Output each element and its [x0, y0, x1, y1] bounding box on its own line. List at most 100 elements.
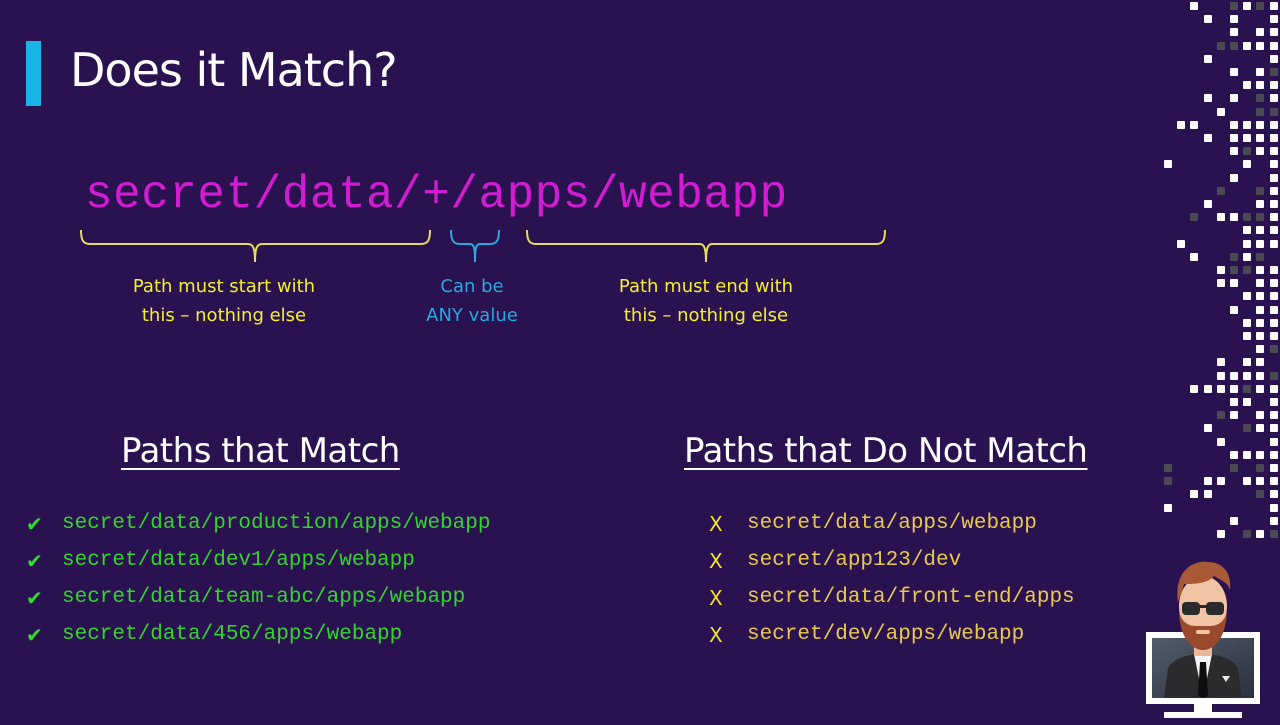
pixel-square [1243, 120, 1252, 129]
pixel-square [1190, 490, 1199, 499]
start-annotation-line1: Path must start with [132, 276, 316, 297]
pixel-square [1243, 2, 1252, 10]
pixel-square [1256, 81, 1265, 90]
pixel-square [1230, 94, 1238, 103]
pixel-square [1256, 94, 1265, 103]
pixel-square [1256, 28, 1265, 37]
pixel-square [1243, 358, 1252, 367]
pixel-square [1243, 134, 1252, 142]
pixel-square [1256, 371, 1265, 380]
pixel-square [1230, 147, 1238, 156]
path-pattern: secret/data/+/apps/webapp [85, 169, 788, 221]
pixel-square [1256, 147, 1265, 156]
pixel-square [1216, 266, 1225, 274]
match-path: secret/data/team-abc/apps/webapp [62, 586, 466, 609]
pixel-square [1203, 424, 1212, 433]
wildcard-annotation: Can be ANY value [412, 272, 532, 330]
pixel-square [1256, 41, 1265, 50]
pixel-square [1230, 252, 1238, 261]
pixel-square [1269, 28, 1278, 37]
pixel-square [1164, 464, 1172, 472]
pixel-square [1269, 384, 1278, 393]
pixel-square [1269, 2, 1278, 10]
pixel-square [1243, 530, 1252, 538]
pixel-square [1256, 464, 1265, 472]
pixel-square [1243, 371, 1252, 380]
pixel-square [1269, 81, 1278, 90]
pixel-square [1256, 424, 1265, 433]
match-path: secret/data/456/apps/webapp [62, 623, 403, 646]
end-annotation: Path must end with this – nothing else [586, 272, 826, 330]
pixel-square [1243, 252, 1252, 261]
pixel-square [1243, 292, 1252, 301]
list-item: ✔secret/data/team-abc/apps/webapp [26, 579, 490, 616]
brace-start [80, 228, 432, 264]
pixel-square [1269, 464, 1278, 472]
pixel-square [1256, 530, 1265, 538]
pixel-square [1230, 450, 1238, 459]
pixel-square [1256, 239, 1265, 248]
pixel-square [1269, 94, 1278, 103]
pixel-square [1269, 305, 1278, 314]
pixel-square [1256, 134, 1265, 142]
nomatch-path: secret/app123/dev [747, 549, 962, 572]
pixel-square [1216, 358, 1225, 367]
nomatch-path: secret/dev/apps/webapp [747, 623, 1025, 646]
pixel-square [1216, 384, 1225, 393]
pixel-square [1230, 173, 1238, 182]
pixel-square [1269, 239, 1278, 248]
pixel-square [1230, 120, 1238, 129]
pixel-square [1230, 2, 1238, 10]
pixel-square [1190, 2, 1199, 10]
nomatch-path: secret/data/front-end/apps [747, 586, 1075, 609]
pixel-square [1230, 464, 1238, 472]
pixel-square [1269, 54, 1278, 63]
pixel-square [1203, 477, 1212, 486]
pixel-square [1203, 54, 1212, 63]
pixel-square [1230, 384, 1238, 393]
title-accent-bar [26, 41, 41, 106]
pixel-square [1203, 134, 1212, 142]
pixel-square [1216, 411, 1225, 420]
match-path: secret/data/dev1/apps/webapp [62, 549, 415, 572]
match-path: secret/data/production/apps/webapp [62, 512, 491, 535]
instructor-avatar-icon [1144, 550, 1262, 720]
start-annotation: Path must start with this – nothing else [104, 272, 344, 330]
list-item: ✔secret/data/456/apps/webapp [26, 616, 490, 653]
match-heading: Paths that Match [121, 431, 400, 471]
pixel-square [1256, 226, 1265, 235]
pixel-square [1256, 305, 1265, 314]
pixel-square [1230, 516, 1238, 525]
list-item: ✔secret/data/production/apps/webapp [26, 505, 490, 542]
pixel-square [1269, 134, 1278, 142]
pixel-square [1203, 384, 1212, 393]
nomatch-heading: Paths that Do Not Match [684, 431, 1088, 471]
pixel-square [1203, 15, 1212, 24]
pixel-square [1269, 173, 1278, 182]
pixel-square [1216, 279, 1225, 288]
x-icon: X [709, 548, 723, 573]
wildcard-annotation-line2: ANY value [426, 305, 518, 326]
pixel-square [1269, 120, 1278, 129]
pixel-square [1230, 134, 1238, 142]
pixel-square [1269, 279, 1278, 288]
pixel-square [1190, 120, 1199, 129]
nomatch-path: secret/data/apps/webapp [747, 512, 1037, 535]
x-icon: X [709, 585, 723, 610]
check-icon: ✔ [26, 548, 43, 573]
pixel-square [1216, 437, 1225, 446]
pixel-square [1243, 477, 1252, 486]
end-annotation-line2: this – nothing else [623, 305, 789, 326]
pixel-square [1190, 213, 1199, 222]
pixel-square [1243, 384, 1252, 393]
pixel-square [1243, 450, 1252, 459]
pixel-square [1269, 292, 1278, 301]
pixel-square [1256, 490, 1265, 499]
pixel-square [1243, 424, 1252, 433]
pixel-square [1256, 213, 1265, 222]
pixel-square [1256, 292, 1265, 301]
pixel-square [1177, 120, 1186, 129]
pixel-square [1269, 345, 1278, 354]
